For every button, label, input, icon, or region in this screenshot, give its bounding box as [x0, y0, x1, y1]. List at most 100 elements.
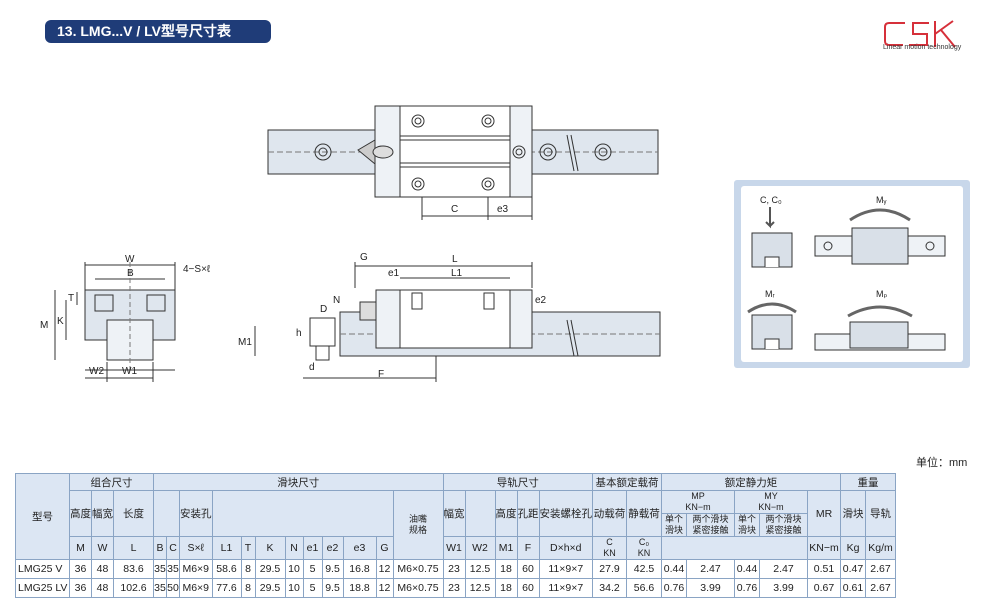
table-cell: 2.67 [865, 559, 896, 579]
dim-label-w1: W1 [122, 366, 137, 377]
unit-label: 单位：mm [916, 457, 968, 469]
sub-rail-bolt: 安装螺栓孔 [538, 490, 593, 537]
table-header-cell: W2 [464, 536, 496, 560]
table-header-cell: Kg [840, 536, 866, 560]
table-cell: LMG25 V [15, 559, 70, 579]
table-header-cell [153, 490, 180, 537]
dim-label-h: h [296, 328, 302, 339]
table-cell: 34.2 [592, 578, 627, 598]
sub-rail-weight: 导轨 [865, 490, 896, 537]
table-cell: 5 [302, 559, 323, 579]
dim-label-d: D [320, 304, 327, 315]
table-cell: 42.5 [626, 559, 662, 579]
table-cell: 35 [153, 578, 167, 598]
table-header-cell: W [91, 536, 114, 560]
table-cell: 2.67 [865, 578, 896, 598]
table-cell: 12 [375, 578, 394, 598]
sub-block-weight: 滑块 [840, 490, 866, 537]
dim-label-s: 4−S×ℓ [183, 264, 211, 275]
dim-label-l1: L1 [451, 268, 463, 279]
sub-mount: 安装孔 [179, 490, 213, 537]
sub-mp: MP KN−m [661, 490, 735, 514]
table-cell: 0.47 [840, 559, 866, 579]
table-cell: 0.67 [807, 578, 841, 598]
group-weight: 重量 [840, 473, 896, 491]
sub-mp-single: 单个 滑块 [661, 513, 687, 537]
table-cell: 36 [69, 578, 92, 598]
table-cell: 16.8 [342, 559, 377, 579]
table-header-cell: K [254, 536, 286, 560]
table-cell: 11×9×7 [538, 559, 593, 579]
table-cell: 9.5 [321, 578, 344, 598]
technical-drawing: C e3 W B 4−S×ℓ T K M W2 W1 G L e1 L1 e2 … [40, 105, 970, 382]
table-header-cell: M [69, 536, 92, 560]
table-cell: 0.61 [840, 578, 866, 598]
dim-label-c: C [451, 204, 458, 215]
table-cell: 8 [240, 578, 256, 598]
table-cell: M6×9 [179, 578, 213, 598]
table-cell: 29.5 [254, 578, 286, 598]
sub-my: MY KN−m [734, 490, 808, 514]
csk-logo [884, 20, 956, 48]
table-cell: 8 [240, 559, 256, 579]
sub-rail-height: 高度 [494, 490, 518, 537]
table-cell: 10 [284, 559, 304, 579]
sub-width: 幅宽 [91, 490, 114, 537]
dim-label-d-small: d [309, 362, 315, 373]
dim-label-k: K [57, 316, 64, 327]
group-static: 额定静力矩 [661, 473, 841, 491]
dim-label-w2: W2 [89, 366, 104, 377]
dim-label-e1: e1 [388, 268, 400, 279]
sub-my-single: 单个 滑块 [734, 513, 760, 537]
sub-dynamic: 动载荷 [592, 490, 627, 537]
table-header-cell: T [240, 536, 256, 560]
dim-label-f: F [378, 369, 384, 380]
table-header-cell: M1 [494, 536, 518, 560]
dim-label-b: B [127, 268, 134, 279]
table-cell: 0.76 [734, 578, 760, 598]
dim-label-l: L [452, 254, 458, 265]
table-cell: 35 [153, 559, 167, 579]
table-header-cell: Kg/m [865, 536, 896, 560]
sub-pitch: 孔距 [516, 490, 540, 537]
group-combo: 组合尺寸 [69, 473, 154, 491]
logo-tagline: Linear motion technology [883, 44, 962, 51]
dim-label-w: W [125, 254, 135, 265]
table-header-cell: S×ℓ [179, 536, 213, 560]
table-header-cell: e1 [302, 536, 323, 560]
dim-label-e3: e3 [497, 204, 509, 215]
sub-mr: MR [807, 490, 841, 537]
table-cell: 3.99 [686, 578, 735, 598]
table-header-cell: KN−m [807, 536, 841, 560]
table-cell: 11×9×7 [538, 578, 593, 598]
table-cell: 60 [516, 559, 540, 579]
dim-label-m: M [40, 320, 48, 331]
dim-label-m1: M1 [238, 337, 252, 348]
table-cell: 2.47 [759, 559, 808, 579]
table-cell: 27.9 [592, 559, 627, 579]
table-cell: 2.47 [686, 559, 735, 579]
table-cell: 0.51 [807, 559, 841, 579]
dim-label-g: G [360, 252, 368, 263]
table-cell: 48 [91, 559, 114, 579]
table-cell: 0.44 [734, 559, 760, 579]
spec-table: 型号 组合尺寸 滑块尺寸 导轨尺寸 基本额定载荷 额定静力矩 重量 高度 幅宽 … [15, 473, 896, 598]
table-cell: 18 [494, 559, 518, 579]
table-cell: M6×9 [179, 559, 213, 579]
table-header-cell: D×h×d [538, 536, 593, 560]
dim-label-e2: e2 [535, 295, 547, 306]
table-cell: 50 [166, 578, 180, 598]
table-cell: 29.5 [254, 559, 286, 579]
load-mr-label: Mᵣ [765, 289, 775, 299]
group-rail: 导轨尺寸 [442, 473, 593, 491]
table-header-cell: C₀ KN [626, 536, 662, 560]
sub-mp-double: 两个滑块 紧密接触 [686, 513, 735, 537]
table-header-cell: B [153, 536, 167, 560]
table-cell: 58.6 [211, 559, 242, 579]
load-mp-label: Mₚ [876, 289, 887, 299]
table-cell: M6×0.75 [392, 578, 444, 598]
load-c-label: C, C₀ [760, 195, 782, 205]
table-cell: 18.8 [342, 578, 377, 598]
